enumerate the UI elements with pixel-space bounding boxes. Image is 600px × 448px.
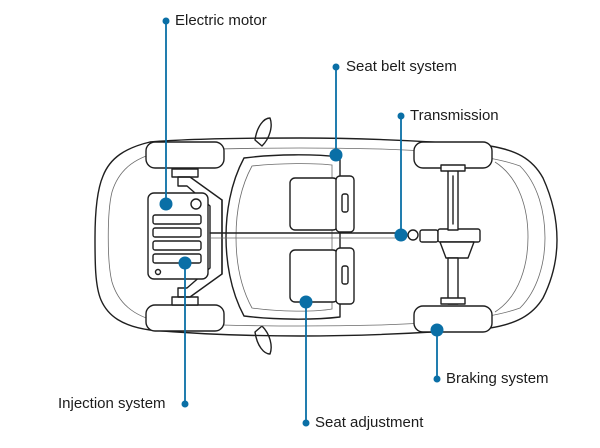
label-transmission: Transmission — [410, 107, 499, 124]
rear-window — [494, 161, 529, 313]
leader-seat-belt-system — [329, 63, 343, 162]
seat-driver — [289, 175, 355, 233]
wheel-rear-right — [413, 305, 493, 333]
mirror-bottom — [254, 325, 272, 355]
leader-electric-motor — [159, 17, 173, 211]
label-seat-adjustment: Seat adjustment — [315, 414, 424, 431]
leader-injection-system — [178, 256, 192, 408]
car-body-outline — [94, 137, 558, 337]
mirror-top — [254, 117, 272, 147]
engine-block — [147, 192, 209, 280]
rear-axle — [407, 164, 481, 305]
seat-passenger — [289, 247, 355, 305]
wheel-rear-left — [413, 141, 493, 169]
leader-transmission — [394, 112, 408, 242]
wheel-front-left — [145, 141, 225, 169]
label-braking-system: Braking system — [446, 370, 549, 387]
leader-braking-system — [430, 323, 444, 383]
label-seat-belt-system: Seat belt system — [346, 58, 457, 75]
leader-seat-adjustment — [299, 295, 313, 427]
windshield-inner — [235, 163, 333, 312]
label-injection-system: Injection system — [58, 395, 166, 412]
label-electric-motor: Electric motor — [175, 12, 267, 29]
